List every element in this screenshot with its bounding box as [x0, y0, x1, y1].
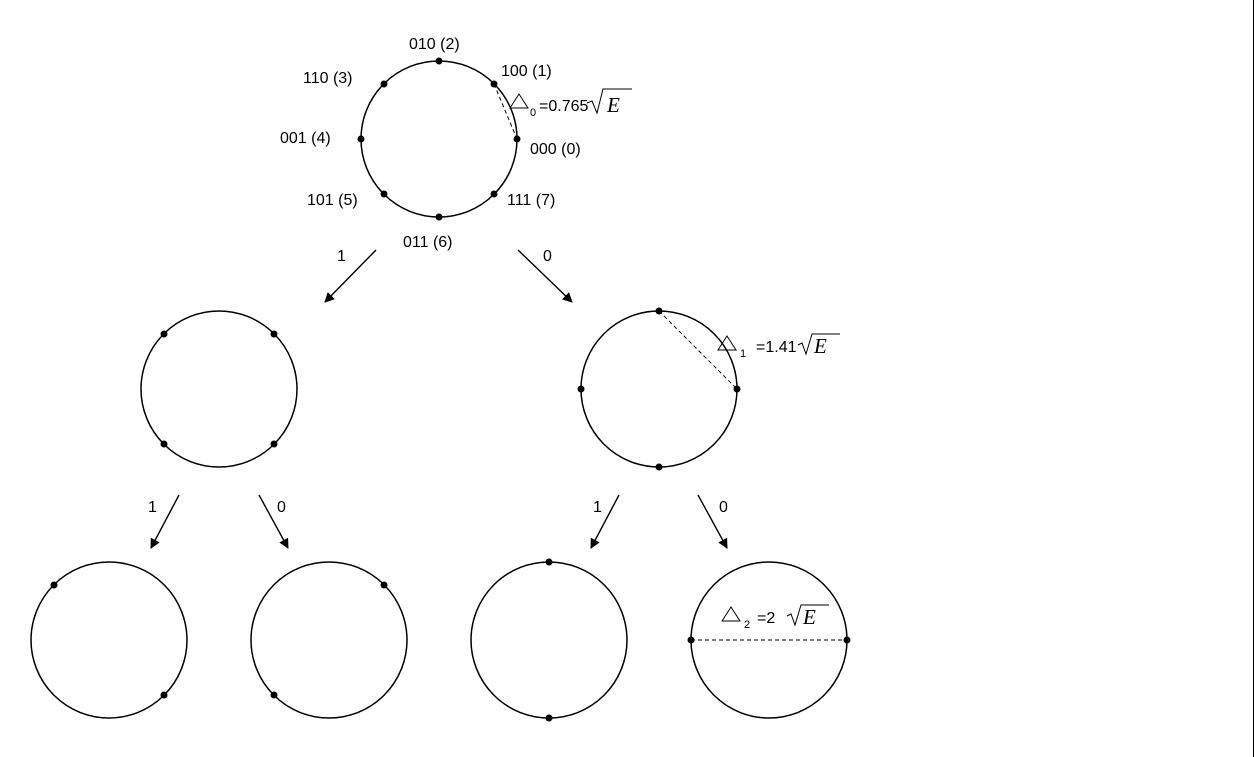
branch-label-1: 1 [337, 248, 346, 265]
arrow-right-0 [517, 249, 573, 303]
delta-1-annotation: 1 =1.41 E [717, 333, 840, 360]
point-3 [380, 80, 388, 88]
level-1-arrows: 1 0 [324, 248, 573, 303]
level-2-arrows: 1 0 1 0 [148, 494, 728, 549]
delta-symbol-icon [717, 335, 737, 351]
l1-left-point [270, 440, 278, 448]
branch-label-lr: 0 [277, 499, 286, 516]
arrow-rl-1 [590, 494, 620, 549]
l2-rl-point [545, 714, 553, 722]
delta-symbol-icon [721, 606, 741, 622]
point-5 [380, 190, 388, 198]
sqrt-icon [586, 88, 632, 115]
level-1-right-constellation [577, 307, 741, 471]
arrow-rr-0 [697, 494, 728, 549]
l2-rl-point [545, 558, 553, 566]
delta-0-var: E [606, 93, 620, 117]
arrow-ll-1 [150, 494, 180, 549]
l1-left-circle [140, 310, 298, 468]
label-010: 010 (2) [409, 36, 460, 53]
label-100: 100 (1) [501, 63, 552, 80]
level-2-rl-constellation [470, 558, 628, 722]
point-7 [490, 190, 498, 198]
distance-line-0 [493, 83, 518, 140]
label-101: 101 (5) [307, 192, 358, 209]
level-2-rr-constellation [687, 561, 851, 719]
l1-right-point [655, 463, 663, 471]
label-111: 111 (7) [507, 192, 555, 209]
l1-left-point [160, 440, 168, 448]
label-011: 011 (6) [403, 234, 453, 251]
label-000: 000 (0) [530, 141, 581, 158]
delta-2-var: E [802, 605, 816, 629]
root-constellation: 010 (2) 100 (1) 110 (3) 001 (4) 000 (0) … [280, 36, 581, 251]
l2-lr-point [270, 691, 278, 699]
point-4 [357, 135, 365, 143]
delta-0-value: =0.765 [539, 98, 588, 115]
l2-lr-circle [250, 561, 408, 719]
branch-label-0: 0 [543, 248, 552, 265]
l1-right-circle [580, 310, 738, 468]
branch-label-ll: 1 [148, 499, 157, 516]
delta-1-subscript: 1 [740, 348, 746, 360]
l2-rl-circle [470, 561, 628, 719]
level-1-left-constellation [140, 310, 298, 468]
point-2 [435, 57, 443, 65]
distance-line-1 [658, 310, 738, 390]
right-border-line [1253, 0, 1254, 757]
sqrt-icon [786, 604, 829, 627]
branch-label-rl: 1 [593, 499, 602, 516]
label-110: 110 (3) [303, 70, 353, 87]
l2-lr-point [380, 581, 388, 589]
l2-ll-point [50, 581, 58, 589]
l1-left-point [270, 330, 278, 338]
delta-1-var: E [813, 334, 827, 358]
delta-1-value: =1.41 [756, 339, 797, 356]
l1-left-point [160, 330, 168, 338]
label-001: 001 (4) [280, 130, 331, 147]
delta-2-value: =2 [757, 610, 775, 627]
l2-ll-circle [30, 561, 188, 719]
level-2-ll-constellation [30, 561, 188, 719]
delta-0-annotation: 0 =0.765 E [509, 88, 632, 119]
delta-2-annotation: 2 =2 E [721, 604, 829, 631]
delta-symbol-icon [509, 93, 529, 109]
sqrt-icon [797, 333, 840, 356]
delta-0-subscript: 0 [530, 107, 536, 119]
arrow-lr-0 [258, 494, 289, 549]
l2-ll-point [160, 691, 168, 699]
arrow-left-1 [324, 249, 377, 303]
delta-2-subscript: 2 [744, 619, 750, 631]
point-6 [435, 213, 443, 221]
l1-right-point [577, 385, 585, 393]
branch-label-rr: 0 [719, 499, 728, 516]
level-2-lr-constellation [250, 561, 408, 719]
